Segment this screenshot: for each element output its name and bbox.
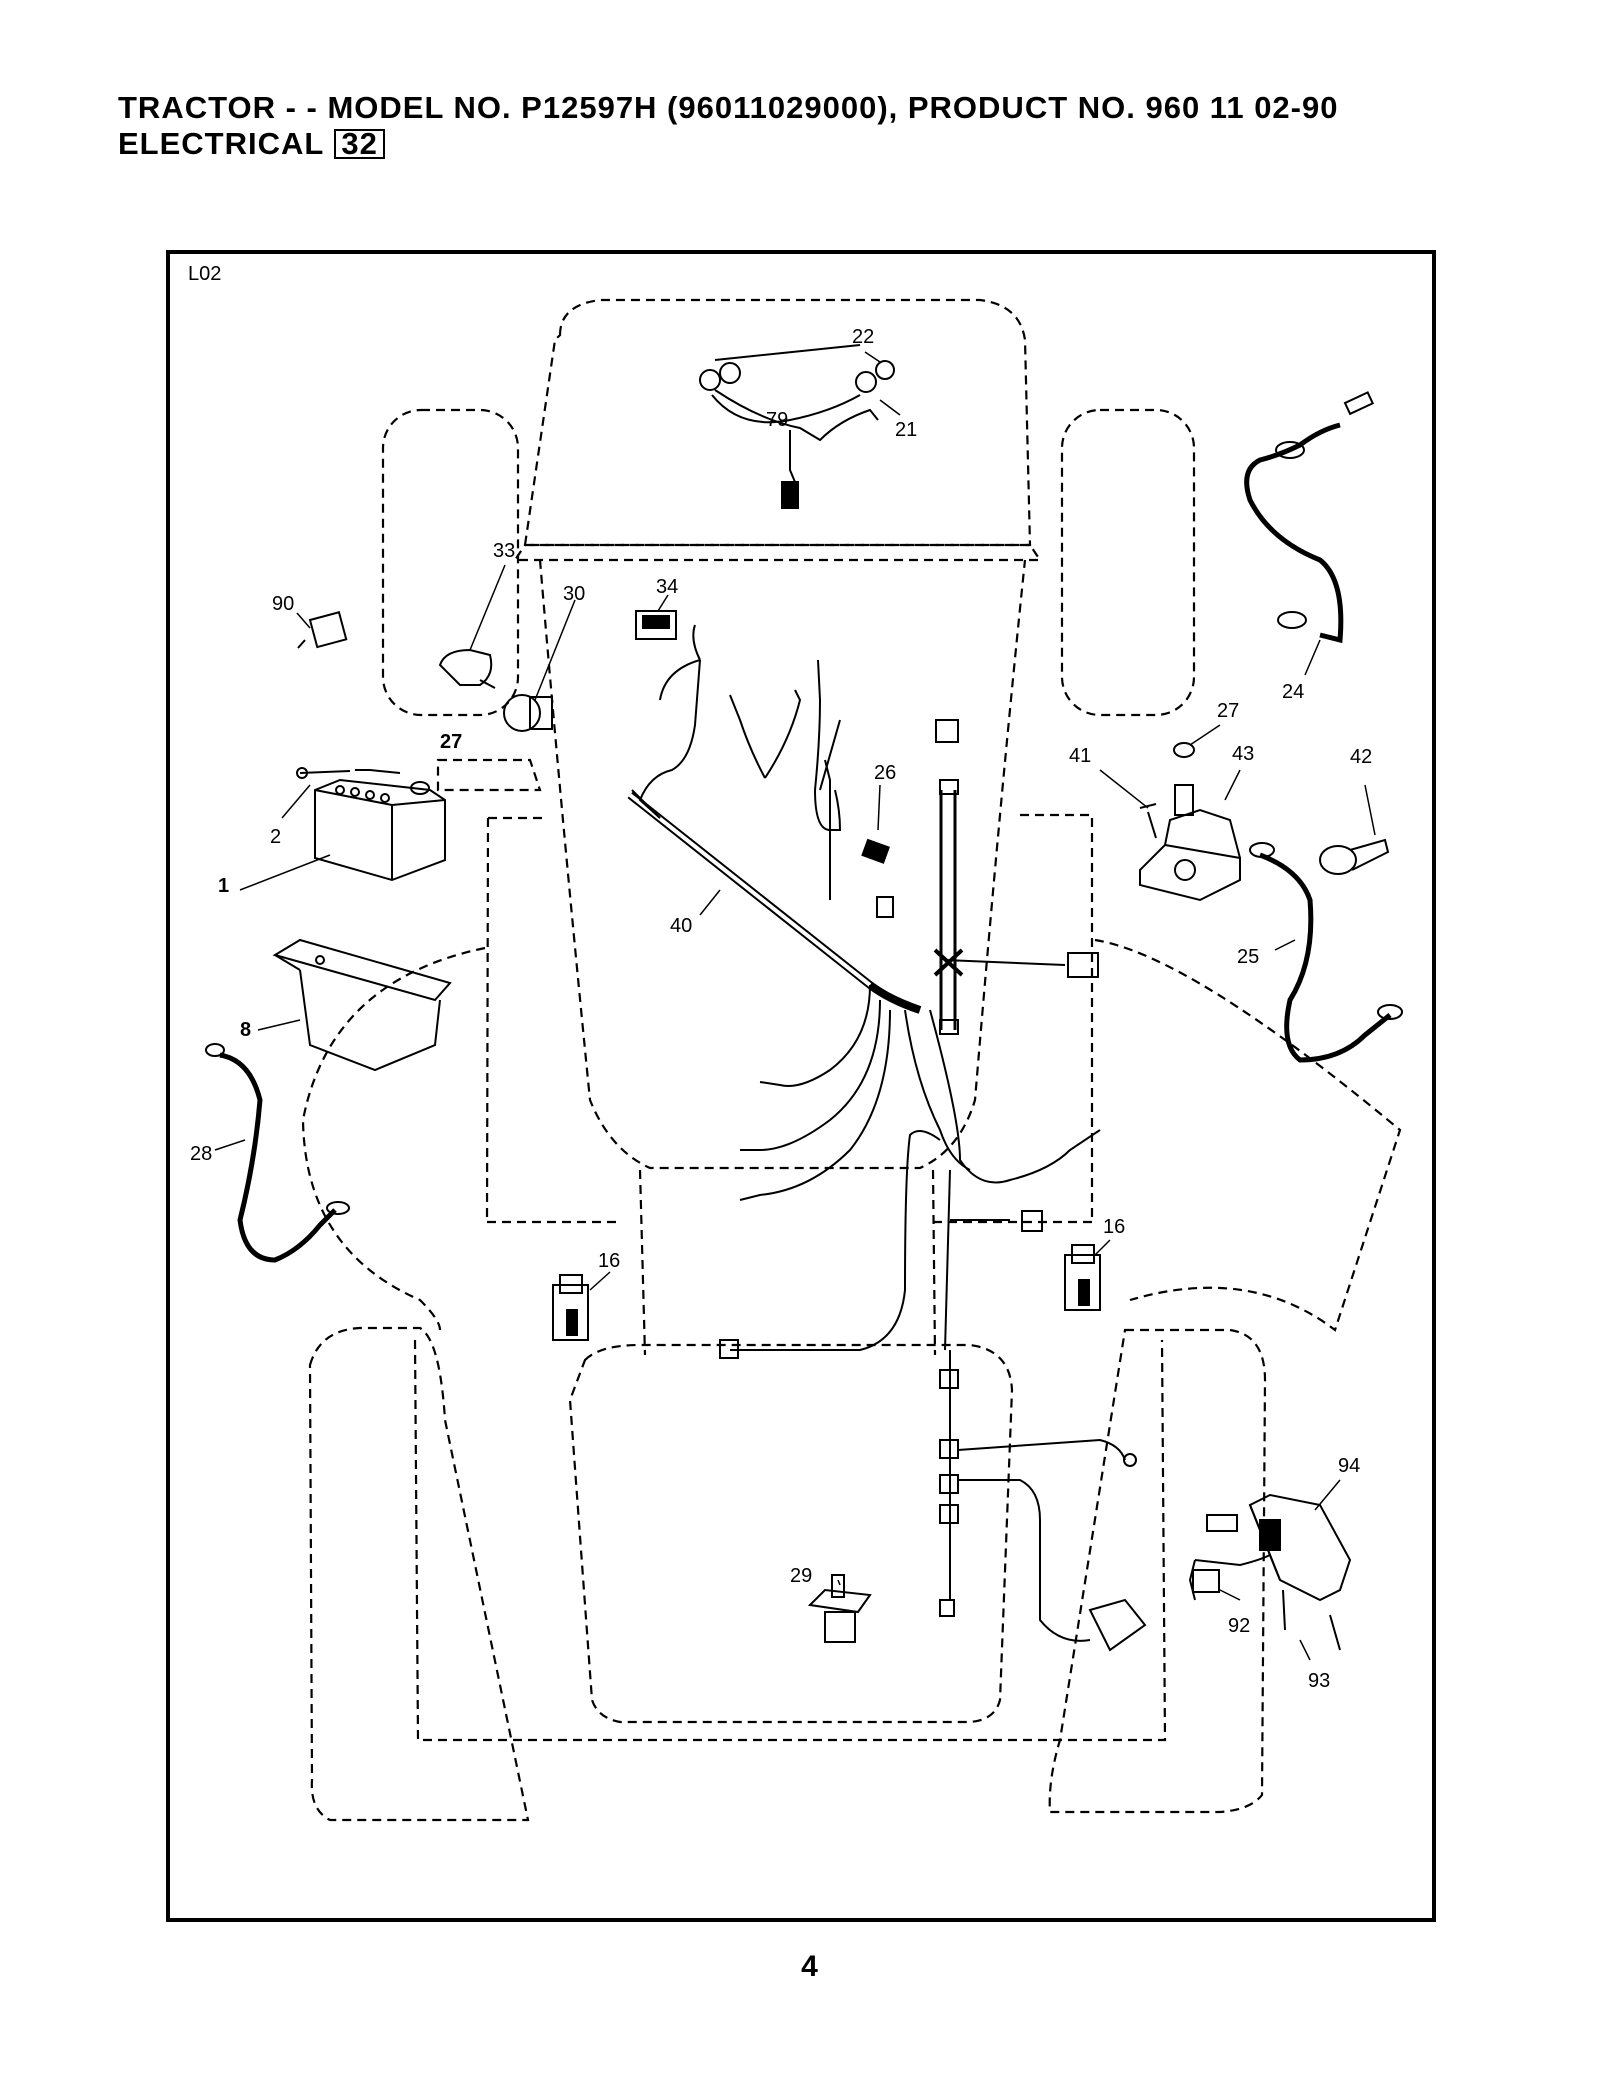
rear-wheel-left (308, 1326, 530, 1822)
diagram-labels: L02 22 79 21 33 30 34 90 27 2 1 26 40 8 … (188, 263, 1372, 1692)
battery-cable-24 (1244, 391, 1375, 644)
callout-16-left: 16 (598, 1250, 620, 1272)
fender-left (301, 946, 486, 1331)
battery-1 (296, 767, 446, 882)
callout-93: 93 (1308, 1670, 1330, 1692)
switch-34 (635, 610, 677, 640)
callout-40: 40 (670, 915, 692, 937)
header-title: TRACTOR - - MODEL NO. P12597H (960110290… (118, 90, 1339, 125)
leader-lines (214, 351, 1376, 1661)
rear-connector (1088, 1598, 1147, 1652)
section-name: ELECTRICAL (118, 126, 325, 161)
tractor-outline (301, 298, 1402, 1822)
fuse-26 (861, 838, 890, 864)
solenoid-43 (1139, 742, 1241, 902)
battery-box-outline (436, 758, 542, 792)
seat-left (638, 1169, 647, 1356)
ignition-switch-30 (503, 694, 553, 732)
switch-29 (807, 1574, 872, 1643)
bolt-41 (1139, 803, 1157, 839)
callout-41: 41 (1069, 745, 1091, 767)
callout-16-right: 16 (1103, 1216, 1125, 1238)
body-left (485, 816, 548, 1221)
callout-33: 33 (493, 540, 515, 562)
diagram-frame (166, 250, 1436, 1922)
callout-22: 22 (852, 326, 874, 348)
callout-26: 26 (874, 762, 896, 784)
callout-30: 30 (563, 583, 585, 605)
callout-28: 28 (190, 1143, 212, 1165)
seat-switch-16-right (1064, 1244, 1101, 1311)
body-right (1020, 813, 1094, 1220)
callout-21: 21 (895, 419, 917, 441)
chassis-center (538, 559, 1027, 1170)
callout-42: 42 (1350, 746, 1372, 768)
battery-cable-25 (1249, 842, 1403, 1063)
hood-outline (523, 298, 1032, 547)
seat-right (931, 1169, 937, 1356)
callout-24: 24 (1282, 681, 1304, 703)
page-number: 4 (801, 1950, 818, 1983)
seat-switch-16-left (552, 1274, 589, 1341)
harness-connector (876, 896, 894, 918)
callout-1: 1 (218, 875, 229, 897)
callout-43: 43 (1232, 743, 1254, 765)
callout-29: 29 (790, 1565, 812, 1587)
callout-27: 27 (1217, 700, 1239, 722)
diagram-code: L02 (188, 263, 221, 285)
page-header: TRACTOR - - MODEL NO. P12597H (960110290… (118, 90, 1498, 162)
callout-34: 34 (656, 576, 678, 598)
header-subtitle: ELECTRICAL 32 (118, 126, 1498, 162)
headlight-harness (699, 344, 895, 509)
callout-94: 94 (1338, 1455, 1360, 1477)
callout-8: 8 (240, 1019, 251, 1041)
connector-92 (1188, 1514, 1271, 1601)
callout-79: 79 (766, 409, 788, 431)
section-number-box: 32 (334, 128, 385, 159)
fender-right (1094, 938, 1402, 1332)
wiring-harness-40 (627, 624, 1137, 1642)
callout-90: 90 (272, 593, 294, 615)
rear-wheel-right (1048, 1328, 1267, 1814)
rear-deck (568, 1343, 1014, 1724)
callout-2: 2 (270, 826, 281, 848)
part-90 (297, 611, 348, 649)
screw-93 (1282, 1589, 1341, 1651)
hood-bottom (512, 543, 1043, 562)
vertical-harness (933, 719, 1099, 1035)
cable-boot-42 (1319, 838, 1390, 875)
front-wheel-left (381, 408, 520, 717)
ignition-key-33 (438, 648, 496, 689)
rear-frame (413, 1339, 1167, 1742)
module-94 (1248, 1493, 1352, 1602)
battery-tray-8 (272, 938, 452, 1072)
callout-27-bold: 27 (440, 731, 462, 753)
battery-cable-28 (205, 1043, 350, 1263)
callout-25: 25 (1237, 946, 1259, 968)
callout-92: 92 (1228, 1615, 1250, 1637)
front-wheel-right (1060, 408, 1196, 717)
